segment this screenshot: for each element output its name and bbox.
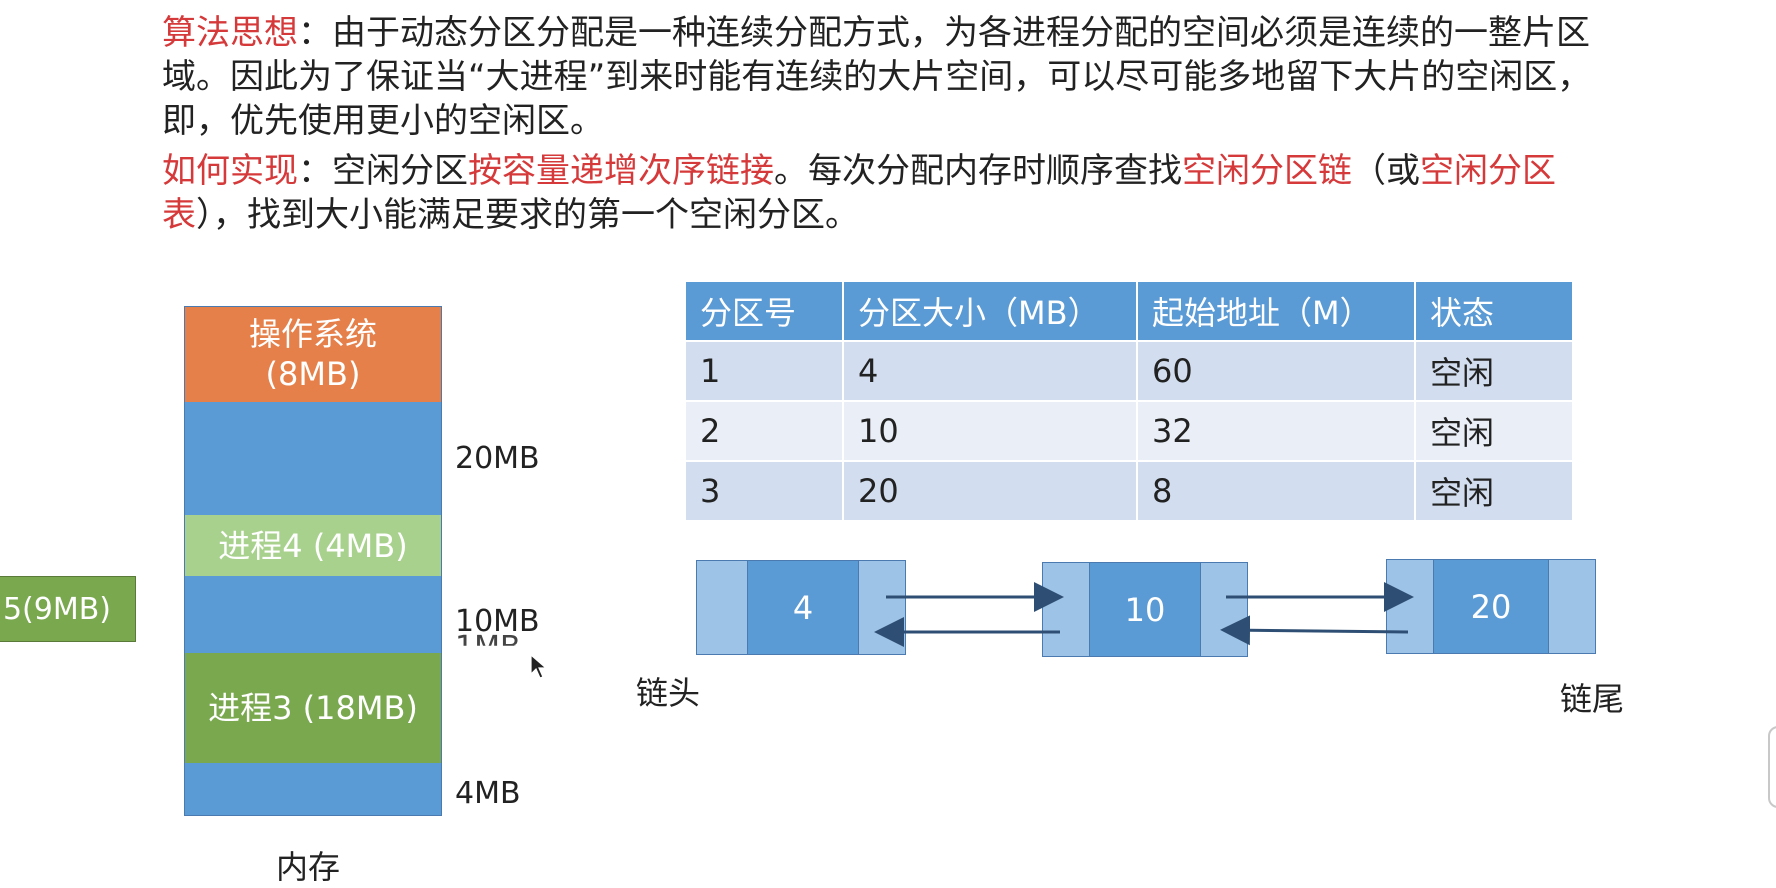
table-cell: 1 (684, 340, 844, 402)
table-cell: 20 (842, 460, 1138, 522)
incoming-process-label: 5(9MB) (2, 591, 112, 627)
incoming-process-block: 5(9MB) (0, 576, 136, 642)
table-header: 状态 (1414, 280, 1574, 342)
memory-os-size: (8MB) (265, 355, 361, 393)
chain-arrows (874, 582, 1414, 647)
idea-line-1: 算法思想：由于动态分区分配是一种连续分配方式，为各进程分配的空间必须是连续的一整… (162, 12, 1590, 54)
memory-label-10mb: 10MB (455, 604, 540, 639)
node-value: 4 (747, 561, 859, 654)
table-cell: 60 (1136, 340, 1416, 402)
node-next-pointer (1549, 560, 1595, 653)
impl-text-1: ：空闲分区 (298, 151, 468, 191)
impl-red-3: 空闲分区 (1420, 151, 1556, 191)
table-cell: 3 (684, 460, 844, 522)
table-cell: 10 (842, 400, 1138, 462)
node-value: 20 (1433, 560, 1549, 653)
node-value: 10 (1089, 563, 1201, 656)
partition-table: 分区号 分区大小（MB） 起始地址（M） 状态 1 4 60 空闲 2 10 3… (684, 280, 1574, 522)
table-header-row: 分区号 分区大小（MB） 起始地址（M） 状态 (684, 280, 1574, 342)
impl-line-1: 如何实现：空闲分区按容量递增次序链接。每次分配内存时顺序查找空闲分区链（或空闲分… (162, 150, 1556, 192)
table-cell: 空闲 (1414, 460, 1574, 522)
memory-border (184, 306, 442, 816)
impl-text-4: ），找到大小能满足要求的第一个空闲分区。 (196, 195, 859, 235)
impl-line-2: 表），找到大小能满足要求的第一个空闲分区。 (162, 194, 859, 236)
table-row: 1 4 60 空闲 (684, 340, 1574, 402)
memory-os-title: 操作系统 (248, 315, 377, 353)
node-prev-pointer (697, 561, 747, 654)
idea-line-3: 即，优先使用更小的空闲区。 (162, 101, 604, 141)
chain-tail-label: 链尾 (1560, 680, 1625, 718)
table-header: 分区大小（MB） (842, 280, 1138, 342)
table-cell: 8 (1136, 460, 1416, 522)
mouse-cursor-icon (530, 654, 548, 679)
impl-heading: 如何实现 (162, 151, 298, 191)
table-row: 2 10 32 空闲 (684, 400, 1574, 462)
memory-os-block: 操作系统 (8MB) (184, 306, 442, 402)
idea-line-2: 域。因此为了保证当“大进程”到来时能有连续的大片空间，可以尽可能多地留下大片的空… (162, 57, 1592, 97)
memory-proc3-block: 进程3 (18MB) (184, 653, 442, 763)
table-cell: 空闲 (1414, 400, 1574, 462)
table-cell: 4 (842, 340, 1138, 402)
table-cell: 2 (684, 400, 844, 462)
memory-label-1mb: 1MB (455, 630, 521, 665)
impl-red-4: 表 (162, 195, 196, 235)
impl-red-1: 按容量递增次序链接 (468, 151, 774, 191)
impl-red-2: 空闲分区链 (1182, 151, 1352, 191)
idea-heading: 算法思想 (162, 13, 298, 53)
arrow-prev-3-2 (1220, 615, 1409, 646)
idea-text-1: ：由于动态分区分配是一种连续分配方式，为各进程分配的空间必须是连续的一整片区 (298, 13, 1590, 53)
chain-head-label: 链头 (636, 674, 701, 712)
chain-node-1: 4 (696, 560, 906, 655)
table-header: 起始地址（M） (1136, 280, 1416, 342)
table-row: 3 20 8 空闲 (684, 460, 1574, 522)
table-cell: 空闲 (1414, 340, 1574, 402)
memory-free-20 (184, 402, 442, 515)
side-scroll-handle[interactable] (1768, 726, 1776, 808)
memory-label-4mb: 4MB (455, 776, 521, 811)
memory-free-10 (184, 576, 442, 653)
memory-free-4 (184, 763, 442, 816)
table-cell: 32 (1136, 400, 1416, 462)
table-header: 分区号 (684, 280, 844, 342)
memory-proc4-label: 进程4 (4MB) (218, 526, 408, 565)
memory-proc3-label: 进程3 (18MB) (208, 689, 418, 727)
impl-text-2: 。每次分配内存时顺序查找 (774, 151, 1182, 191)
memory-label-20mb: 20MB (455, 441, 540, 476)
impl-text-3: （或 (1352, 151, 1420, 191)
memory-proc4-block: 进程4 (4MB) (184, 515, 442, 576)
